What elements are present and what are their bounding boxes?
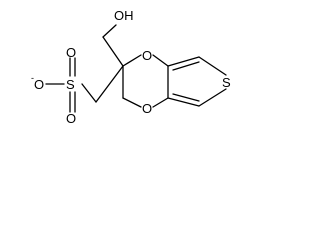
- bond-oh-ch2: [102, 24, 117, 38]
- bond-c-o-lower: [152, 97, 169, 108]
- thiophene-sulfur: S: [222, 75, 231, 90]
- bond-ch2-quat: [102, 36, 124, 67]
- bond-c5-c4-double: [172, 93, 200, 102]
- bond-o-lower-ch2: [122, 97, 142, 108]
- bond-lines: [45, 24, 227, 113]
- sulfonate-oxygen-bottom: O: [66, 111, 76, 126]
- bond-c3-c2: [167, 56, 200, 67]
- hydroxyl-label: OH: [114, 8, 134, 23]
- bond-c5-c4: [167, 97, 200, 107]
- bond-quat-ch2: [95, 65, 124, 103]
- bond-c2-s: [198, 56, 227, 76]
- sulfonate-sulfur: S: [66, 77, 75, 92]
- sulfonate-oxygen-top: O: [66, 45, 76, 60]
- ring-oxygen-upper: O: [142, 48, 152, 63]
- bond-ch2-s: [81, 83, 97, 103]
- ring-oxygen-lower: O: [142, 101, 152, 116]
- bond-o-upper-c: [152, 54, 169, 67]
- atom-labels: OH O O S S O O O -: [31, 8, 231, 126]
- sulfonate-oxygen-left: O: [34, 77, 44, 92]
- bond-c3-c2-double: [172, 61, 200, 71]
- negative-charge: -: [31, 73, 34, 83]
- bond-s-c5: [198, 88, 227, 107]
- molecule-structure: OH O O S S O O O -: [0, 0, 248, 131]
- bond-quat-o-upper: [122, 54, 142, 67]
